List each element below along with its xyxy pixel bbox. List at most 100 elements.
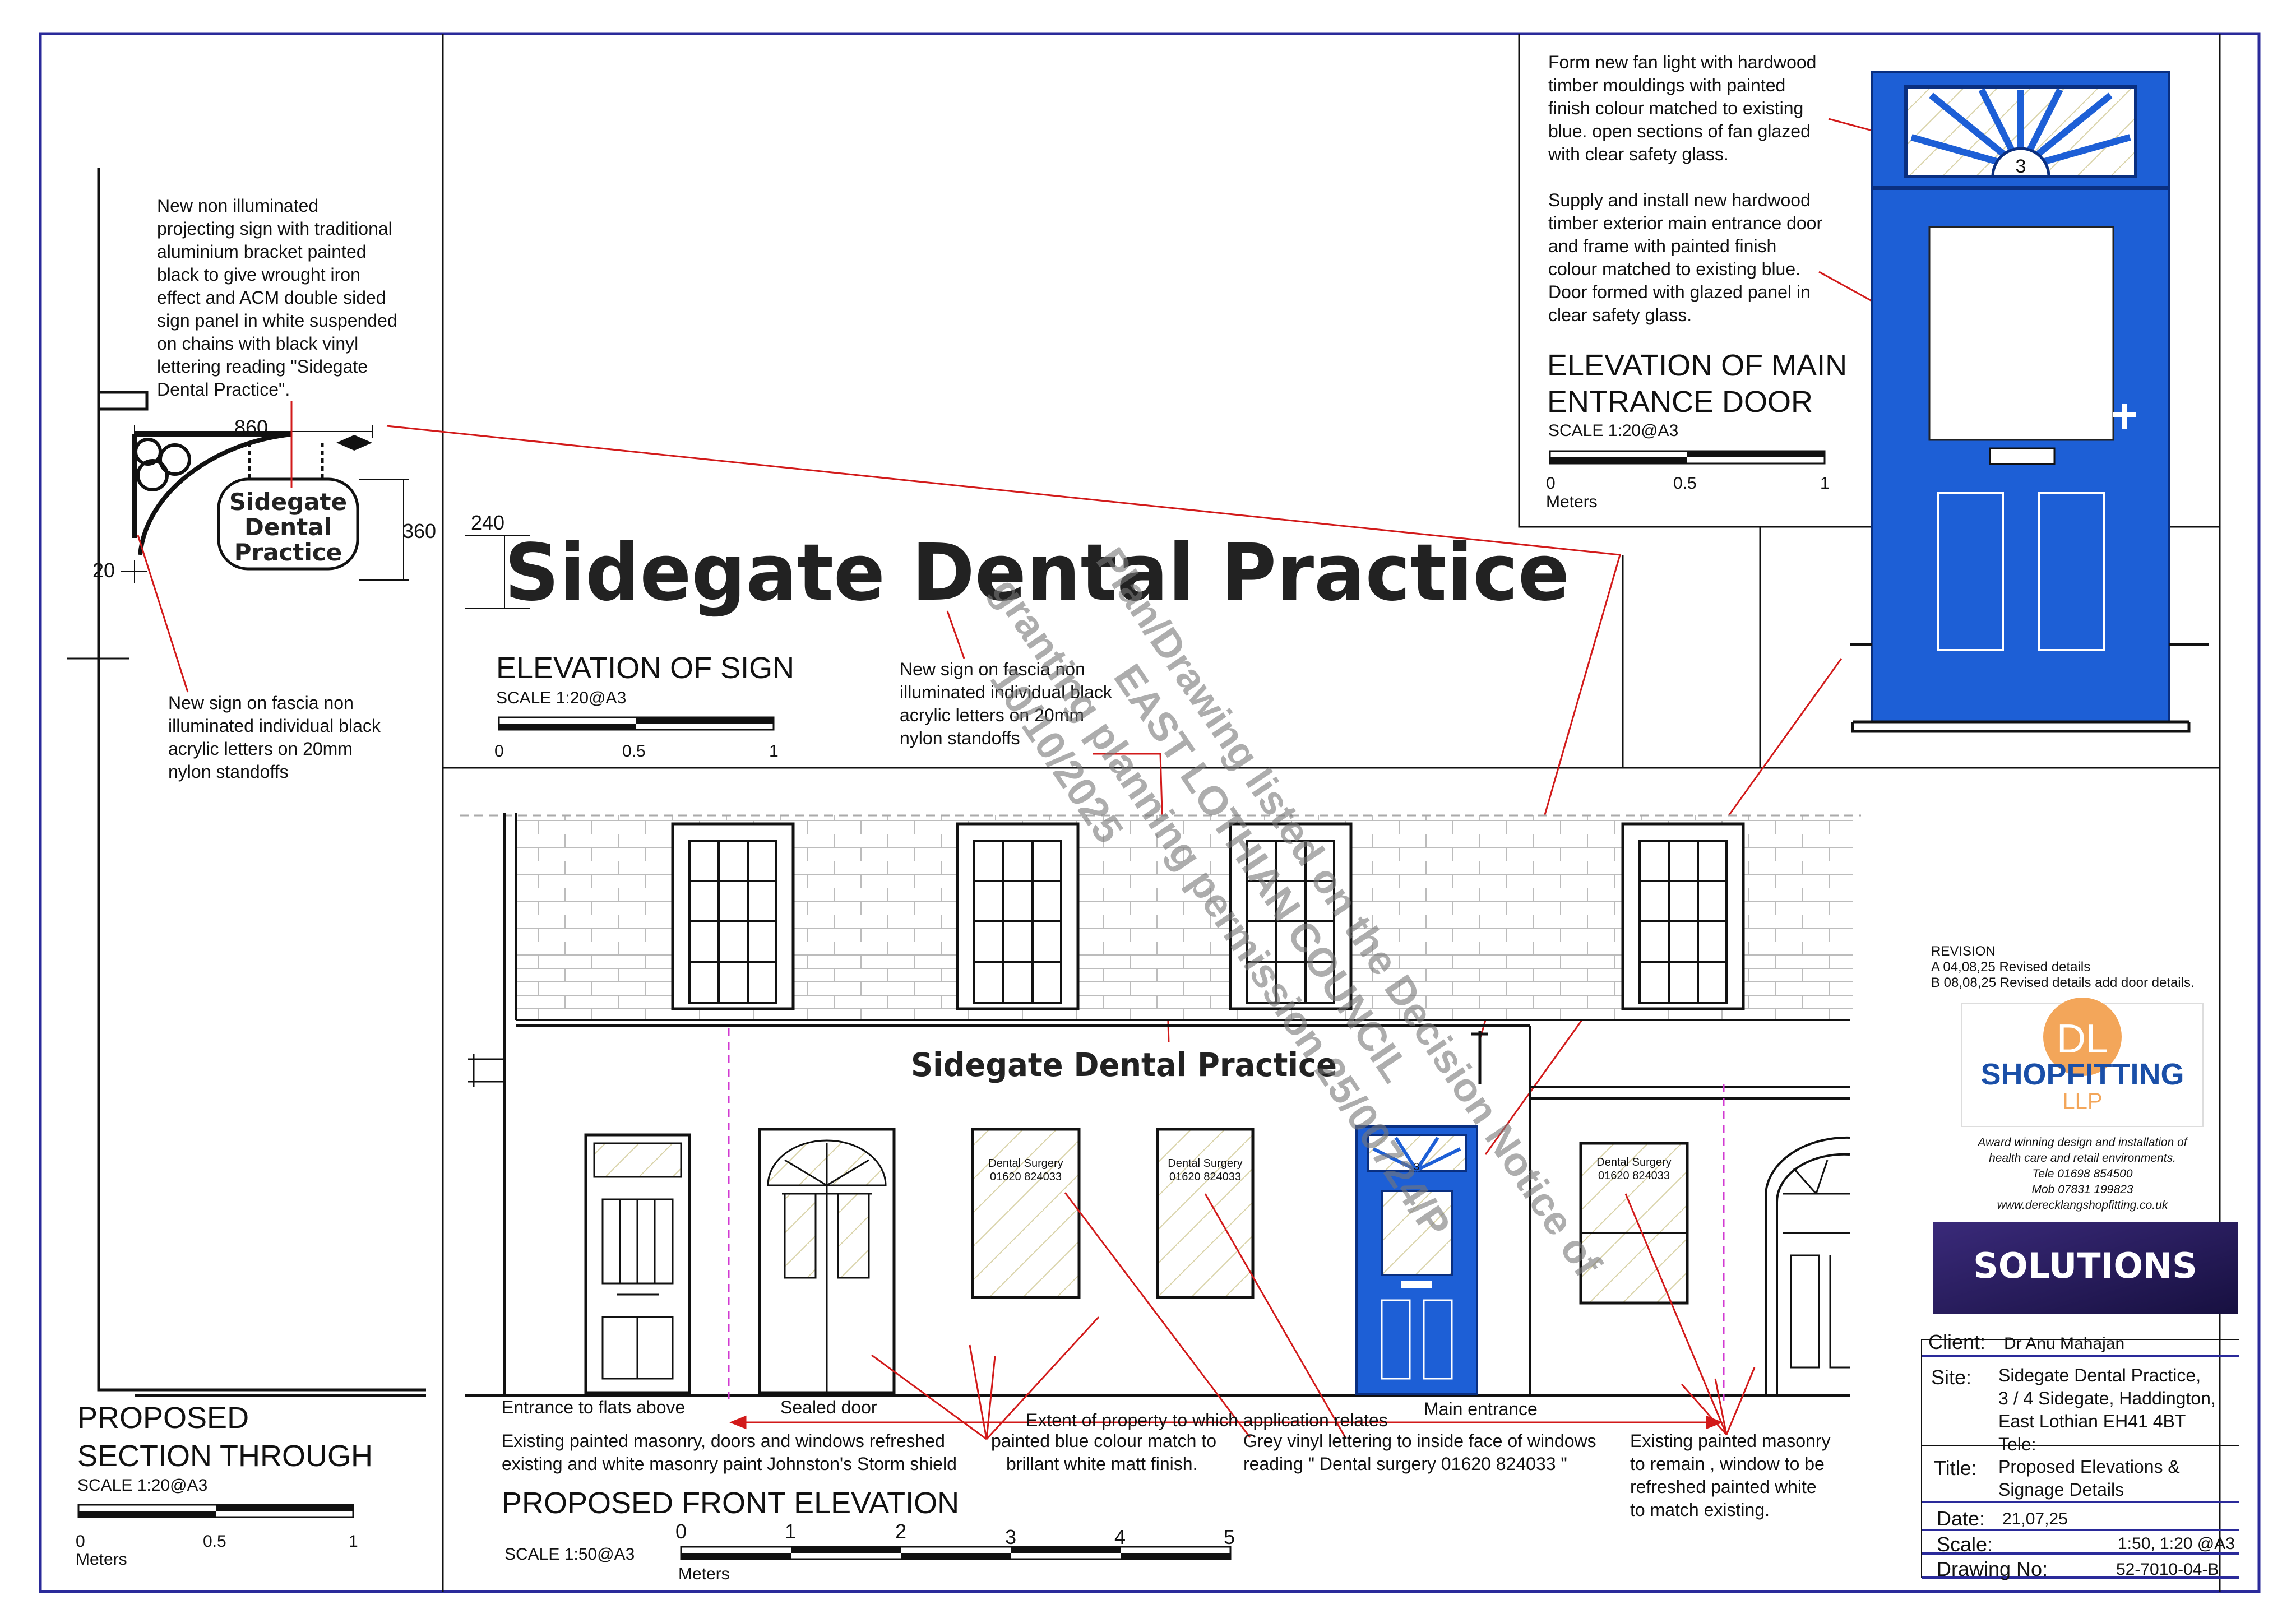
dim-height: 360 [402, 520, 436, 542]
note-blue: painted blue colour match to brillant wh… [991, 1431, 1216, 1474]
sign-elevation-title: ELEVATION OF SIGN [496, 651, 794, 685]
note-vinyl: Grey vinyl lettering to inside face of w… [1243, 1431, 1596, 1474]
scale-label: Scale: [1937, 1533, 1993, 1556]
note-line: with clear safety glass. [1548, 144, 1729, 164]
scalebar-label: 0.5 [622, 742, 646, 761]
label-main: Main entrance [1424, 1399, 1538, 1419]
note-line: black to give wrought iron [157, 265, 360, 285]
door-elevation: Form new fan light with hardwood timber … [1484, 52, 2209, 1155]
note-door: Supply and install new hardwood timber e… [1548, 190, 1822, 325]
door-lower-panel [2038, 492, 2105, 651]
note-line: Door formed with glazed panel in [1548, 282, 1811, 302]
door-glazed-panel [1928, 226, 2114, 441]
neighbour-door [1765, 1136, 1850, 1395]
note-line: existing and white masonry paint Johnsto… [502, 1454, 957, 1474]
front-elevation-title: PROPOSED FRONT ELEVATION [502, 1486, 959, 1520]
label-sealed: Sealed door [780, 1397, 877, 1417]
scalebar-label: 0 [494, 742, 504, 761]
note-line: sign panel in white suspended [157, 310, 397, 331]
site-line: Tele: [1998, 1434, 2036, 1454]
note-line: acrylic letters on 20mm [900, 705, 1084, 725]
fanlight-hub [1991, 147, 2050, 178]
sealed-door [758, 1128, 896, 1394]
note-line: Dental Practice". [157, 379, 290, 400]
sign-elevation: 240 Sidegate Dental Practice ELEVATION O… [386, 425, 1761, 1043]
site-line: Sidegate Dental Practice, [1998, 1365, 2201, 1385]
site-line: East Lothian EH41 4BT [1998, 1411, 2186, 1431]
note-line: Existing painted masonry, doors and wind… [502, 1431, 945, 1451]
leader-existing [1624, 1193, 1756, 1435]
dim-offset: 20 [92, 559, 115, 582]
scalebar-label: 3 [1005, 1525, 1016, 1548]
letter-plate [1989, 447, 2056, 465]
fascia-sign: Sidegate Dental Practice [911, 1046, 1337, 1084]
projecting-sign-line: Sidegate [229, 488, 347, 516]
sheet-border [39, 32, 2261, 1593]
upper-window [1229, 822, 1353, 1010]
surgery-window: Dental Surgery 01620 824033 [1156, 1128, 1255, 1299]
label-extent: Extent of property to which application … [1026, 1410, 1388, 1430]
surgery-window: Dental Surgery 01620 824033 [971, 1128, 1081, 1299]
company-info: Award winning design and installation of… [1976, 1136, 2188, 1212]
note-fanlight: Form new fan light with hardwood timber … [1548, 52, 1816, 164]
projecting-sign-bracket [1471, 1031, 1488, 1084]
note-line: illuminated individual black [900, 682, 1113, 702]
leader-vinyl [1064, 1192, 1346, 1438]
scalebar-label: 1 [769, 742, 779, 761]
chain [248, 443, 324, 479]
main-entrance-door: 3 [1355, 1125, 1478, 1395]
note-line: effect and ACM double sided [157, 287, 386, 308]
bracket-scroll [159, 443, 191, 476]
projecting-sign-line: Practice [234, 539, 342, 566]
client-value: Dr Anu Mahajan [2004, 1334, 2124, 1353]
dim-line-sign [465, 535, 530, 609]
section-scale: SCALE 1:20@A3 [77, 1476, 207, 1495]
date-label: Date: [1937, 1507, 1985, 1530]
revision-title: REVISION [1931, 944, 1996, 959]
downpipe [468, 1054, 504, 1087]
section-scalebar [77, 1504, 354, 1518]
note-line: refreshed painted white [1630, 1477, 1817, 1497]
note-line: Supply and install new hardwood [1548, 190, 1811, 210]
note-line: painted blue colour match to [991, 1431, 1216, 1451]
logo-dl: DL [2057, 1017, 2108, 1061]
note-line: finish colour matched to existing [1548, 98, 1803, 118]
note-line: brillant white matt finish. [1006, 1454, 1197, 1474]
projecting-sign-line: Dental [244, 513, 332, 541]
section-wall [97, 168, 426, 1397]
logo-shopfitting: SHOPFITTING [1981, 1058, 2184, 1091]
scalebar-label: 1 [1820, 474, 1830, 493]
note-line: illuminated individual black [168, 716, 381, 736]
company-info-line: Mob 07831 199823 [2032, 1183, 2133, 1196]
fanlight-glazing-bars [1910, 88, 2131, 171]
bracket-scroll [134, 438, 162, 466]
fascia-sign-large: Sidegate Dental Practice [504, 527, 1570, 619]
note-line: nylon standoffs [900, 728, 1020, 748]
sign-elevation-scale: SCALE 1:20@A3 [496, 689, 626, 707]
upper-window [956, 822, 1080, 1010]
title-block: REVISION A 04,08,25 Revised details B 08… [1921, 944, 2239, 1580]
note-line: and frame with painted finish [1548, 236, 1776, 256]
note-line: Existing painted masonry [1630, 1431, 1831, 1451]
sign-dim-height: 240 [471, 511, 504, 534]
scalebar-label: 1 [349, 1532, 358, 1551]
date-value: 21,07,25 [2002, 1510, 2068, 1528]
site-label: Site: [1931, 1366, 1971, 1389]
section-units: Meters [76, 1550, 127, 1569]
note-line: Form new fan light with hardwood [1548, 52, 1816, 72]
scale-value: 1:50, 1:20 @A3 [2118, 1534, 2235, 1553]
bracket-scroll [136, 459, 169, 491]
note-line: New sign on fascia non [168, 693, 354, 713]
note-line: aluminium bracket painted [157, 242, 367, 262]
scalebar-label: 1 [785, 1520, 796, 1543]
door-threshold [1850, 643, 2209, 733]
door-scalebar [1549, 450, 1826, 465]
door-handle-icon [2113, 404, 2136, 429]
company-logo: DL SHOPFITTING LLP [1961, 998, 2204, 1127]
scalebar-label: 5 [1224, 1525, 1235, 1548]
sign-outline [443, 526, 1761, 769]
note-fascia-sign: New sign on fascia non illuminated indiv… [900, 659, 1113, 748]
note-line: timber mouldings with painted [1548, 75, 1785, 95]
scalebar-label: 0 [76, 1532, 85, 1551]
